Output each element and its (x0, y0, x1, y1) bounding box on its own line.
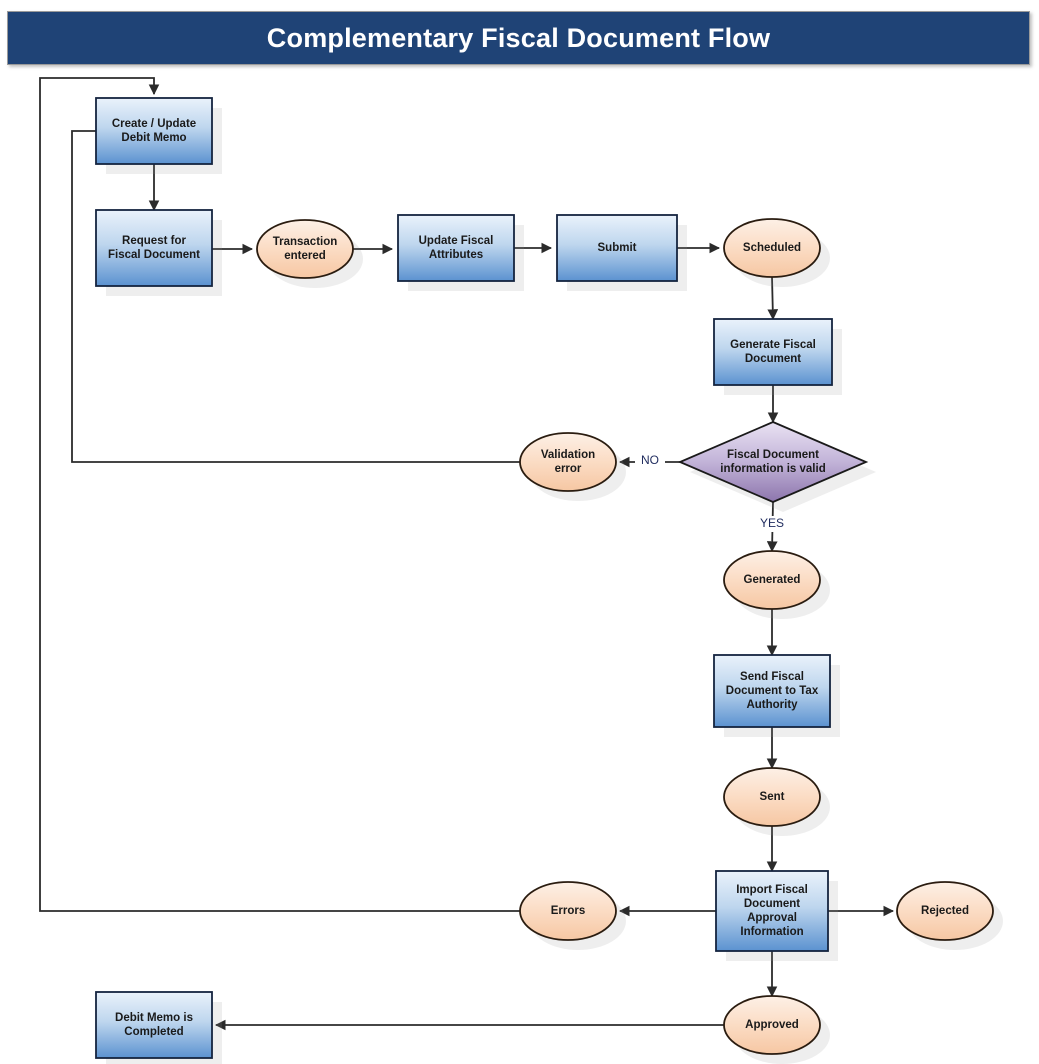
node-shape-process[interactable] (95, 97, 213, 165)
node-shape-process[interactable] (713, 318, 833, 386)
flow-node-errors[interactable]: Errors (519, 881, 617, 941)
diagram-title-bar: Complementary Fiscal Document Flow (7, 11, 1030, 65)
flow-node-submit[interactable]: Submit (556, 214, 678, 282)
edge-label-backdrop (635, 453, 665, 469)
node-shape-process[interactable] (95, 209, 213, 287)
flow-node-scheduled[interactable]: Scheduled (723, 218, 821, 278)
node-shape-terminator[interactable] (723, 767, 821, 827)
node-shape-process[interactable] (397, 214, 515, 282)
node-shape-terminator[interactable] (723, 550, 821, 610)
node-shape-decision[interactable] (677, 421, 869, 503)
page-title: Complementary Fiscal Document Flow (266, 22, 771, 53)
flow-edge (39, 77, 520, 912)
node-shape-terminator[interactable] (896, 881, 994, 941)
node-shape-terminator[interactable] (519, 881, 617, 941)
node-shape-process[interactable] (715, 870, 829, 952)
node-shape-terminator[interactable] (519, 432, 617, 492)
node-shape-terminator[interactable] (723, 995, 821, 1055)
node-shape-terminator[interactable] (256, 219, 354, 279)
node-shape-process[interactable] (95, 991, 213, 1059)
flow-node-rejected[interactable]: Rejected (896, 881, 994, 941)
flow-node-generated[interactable]: Generated (723, 550, 821, 610)
flow-edge (767, 276, 779, 321)
node-shape-process[interactable] (556, 214, 678, 282)
edge-label-backdrop (757, 516, 787, 532)
flow-node-approved[interactable]: Approved (723, 995, 821, 1055)
node-shape-process[interactable] (713, 654, 831, 728)
node-shape-terminator[interactable] (723, 218, 821, 278)
flow-node-sent[interactable]: Sent (723, 767, 821, 827)
flow-edge (71, 125, 520, 463)
